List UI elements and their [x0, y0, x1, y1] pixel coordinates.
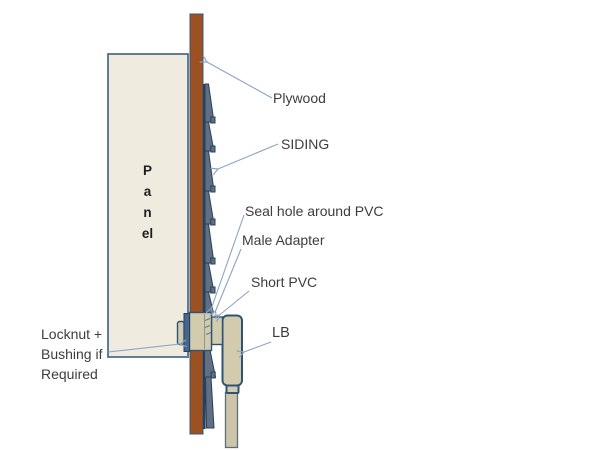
bushing-shape	[176, 320, 185, 346]
leader-arrows	[107, 55, 279, 358]
lb-label: LB	[272, 325, 290, 341]
panel-label: Panel	[141, 163, 154, 241]
plywood-label: Plywood	[273, 90, 326, 106]
short-pvc-arrow	[212, 290, 250, 322]
lb-body-shape	[221, 314, 243, 387]
short-pvc-shape	[210, 316, 224, 346]
conduit-pipe-shape	[224, 391, 239, 449]
seal-hole-arrow	[205, 214, 245, 316]
seal-marks	[204, 318, 212, 335]
locknut-label: Locknut + Bushing if Required	[41, 326, 103, 382]
plywood-arrow	[199, 55, 273, 99]
locknut-shape	[183, 313, 190, 352]
locknut-arrow	[107, 339, 188, 353]
lb-arrow	[236, 341, 272, 358]
male-adapter-shape	[188, 311, 213, 352]
siding-label: SIDING	[281, 136, 330, 152]
seal-hole-label: Seal hole around PVC	[245, 203, 384, 219]
siding-boards-lower	[204, 349, 217, 429]
male-adapter-label: Male Adapter	[242, 232, 325, 248]
short-pvc-label: Short PVC	[251, 274, 318, 290]
siding-arrow	[210, 143, 279, 176]
siding-boards-upper	[204, 83, 216, 314]
plywood-shape	[189, 13, 204, 435]
male-adapter-arrow	[209, 248, 242, 319]
panel-shape	[107, 53, 189, 358]
